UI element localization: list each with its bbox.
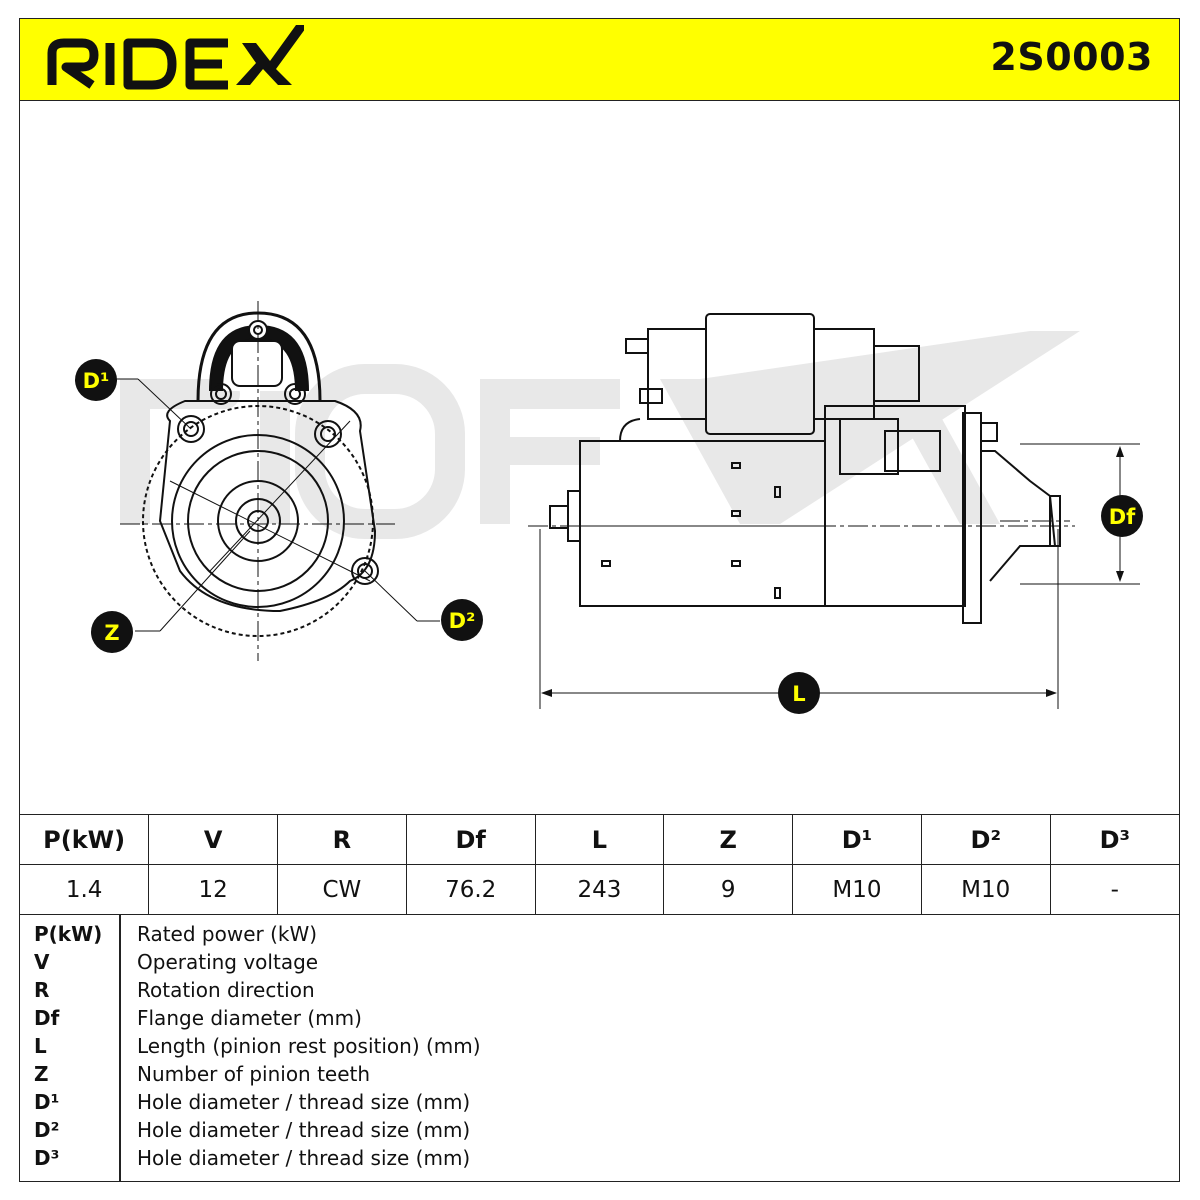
spec-value-cell: 243 <box>534 864 665 915</box>
part-number: 2S0003 <box>990 35 1153 79</box>
spec-header-cell: L <box>534 814 665 865</box>
spec-header-cell: P(kW) <box>20 814 150 865</box>
legend-description: Number of pinion teeth <box>137 1062 371 1086</box>
legend-symbol: L <box>34 1034 47 1058</box>
legend-symbol: D³ <box>34 1146 60 1170</box>
legend-row: D³ Hole diameter / thread size (mm) <box>20 1146 1179 1174</box>
spec-value-cell: M10 <box>792 864 922 915</box>
legend-symbol: V <box>34 950 50 974</box>
legend-description: Length (pinion rest position) (mm) <box>137 1034 481 1058</box>
legend-symbol: Df <box>34 1006 60 1030</box>
svg-text:L: L <box>792 682 805 706</box>
spec-value-cell: 9 <box>663 864 794 915</box>
legend-symbol: P(kW) <box>34 922 103 946</box>
legend-description: Operating voltage <box>137 950 319 974</box>
spec-header-row: P(kW) V R Df L Z D¹ D² D³ <box>20 814 1179 865</box>
legend-row: D¹ Hole diameter / thread size (mm) <box>20 1090 1179 1118</box>
legend-symbol: Z <box>34 1062 49 1086</box>
legend-description: Hole diameter / thread size (mm) <box>137 1118 471 1142</box>
spec-value-cell: M10 <box>920 864 1051 915</box>
brand-logo <box>47 25 304 90</box>
legend-row: V Operating voltage <box>20 950 1179 978</box>
spec-header-cell: V <box>148 814 279 865</box>
spec-value-cell: 1.4 <box>20 864 150 915</box>
front-view <box>115 301 440 661</box>
legend-row: Z Number of pinion teeth <box>20 1062 1179 1090</box>
legend-divider <box>119 914 121 1182</box>
svg-text:D¹: D¹ <box>83 369 110 393</box>
spec-header-cell: Df <box>405 814 536 865</box>
header-bar: 2S0003 <box>20 19 1179 101</box>
spec-value-cell: 12 <box>148 864 279 915</box>
legend-description: Rotation direction <box>137 978 315 1002</box>
legend-symbol: D² <box>34 1118 60 1142</box>
datasheet-frame: 2S0003 <box>19 18 1180 1182</box>
side-view <box>528 313 1140 709</box>
svg-text:D²: D² <box>449 609 476 633</box>
spec-header-cell: Z <box>663 814 794 865</box>
spec-header-cell: D¹ <box>792 814 922 865</box>
legend-description: Rated power (kW) <box>137 922 318 946</box>
svg-text:Z: Z <box>104 621 119 645</box>
legend: P(kW) Rated power (kW) V Operating volta… <box>20 914 1179 1182</box>
technical-drawing: D¹ Z D² Df L <box>75 301 1143 714</box>
label-d1: D¹ <box>75 359 117 401</box>
legend-symbol: D¹ <box>34 1090 60 1114</box>
legend-description: Flange diameter (mm) <box>137 1006 362 1030</box>
label-l: L <box>778 672 820 714</box>
spec-value-cell: 76.2 <box>405 864 536 915</box>
legend-row: D² Hole diameter / thread size (mm) <box>20 1118 1179 1146</box>
label-z: Z <box>91 611 133 653</box>
legend-row: R Rotation direction <box>20 978 1179 1006</box>
spec-header-cell: R <box>277 814 407 865</box>
svg-text:Df: Df <box>1109 505 1136 529</box>
spec-header-cell: D² <box>920 814 1051 865</box>
legend-row: L Length (pinion rest position) (mm) <box>20 1034 1179 1062</box>
label-d2: D² <box>441 599 483 641</box>
legend-symbol: R <box>34 978 50 1002</box>
spec-value-cell: - <box>1049 864 1179 915</box>
legend-row: Df Flange diameter (mm) <box>20 1006 1179 1034</box>
spec-value-row: 1.4 12 CW 76.2 243 9 M10 M10 - <box>20 864 1179 915</box>
legend-description: Hole diameter / thread size (mm) <box>137 1146 471 1170</box>
spec-table: P(kW) V R Df L Z D¹ D² D³ 1.4 12 CW 76.2… <box>20 814 1179 915</box>
spec-value-cell: CW <box>277 864 407 915</box>
spec-header-cell: D³ <box>1049 814 1179 865</box>
legend-row: P(kW) Rated power (kW) <box>20 922 1179 950</box>
label-df: Df <box>1101 495 1143 537</box>
legend-description: Hole diameter / thread size (mm) <box>137 1090 471 1114</box>
